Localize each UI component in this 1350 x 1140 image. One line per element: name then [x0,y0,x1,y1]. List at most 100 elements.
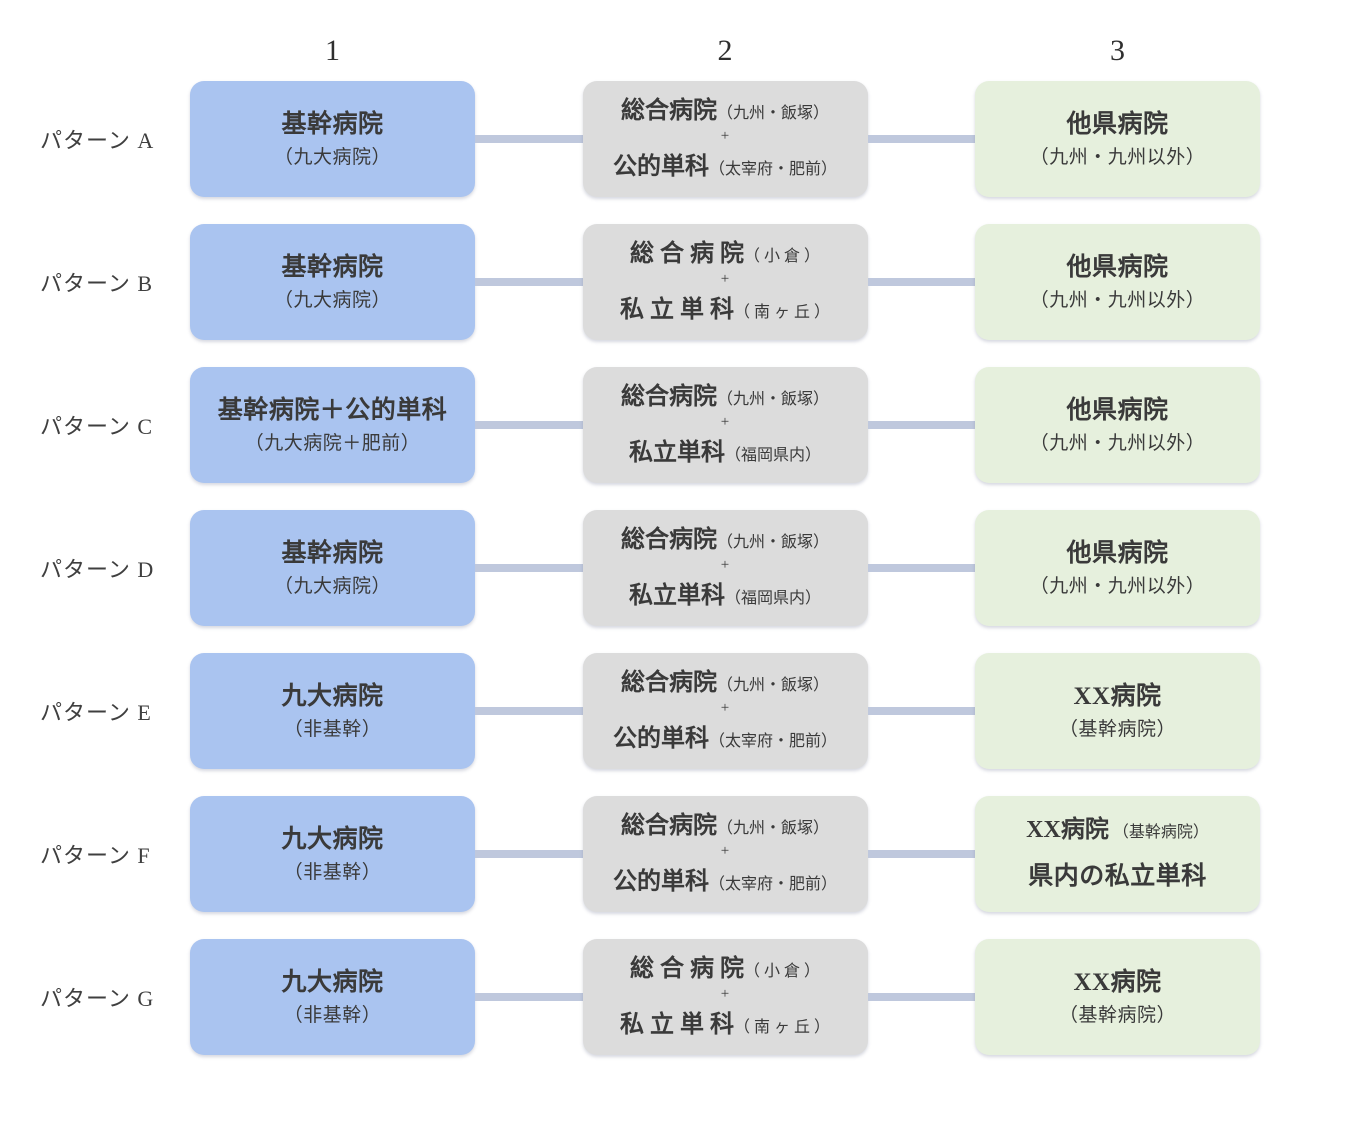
connector-line [867,993,975,1001]
primary-hospital-box: 九大病院（非基幹） [190,939,475,1055]
connector-line [867,564,975,572]
box-line-title: 基幹病院 [281,253,384,281]
box-line-plus: + [720,985,730,1002]
box-line-subtitle: （九州・九州以外） [1029,289,1206,311]
connector-line [475,850,583,858]
box-line-subtitle: （九州・九州以外） [1029,432,1206,454]
box-line-title: 基幹病院＋公的単科 [217,396,448,424]
connector-line [475,564,583,572]
box-line: 私立単科（福岡県内） [629,438,821,468]
box-line-sub: （ 南 ヶ 丘 ） [733,304,830,322]
box-line-sub: （ 南 ヶ 丘 ） [733,1019,830,1037]
box-line-main: 私 立 単 科 [619,297,734,324]
box-line-plus: + [720,270,730,287]
box-line-main: 総合病院 [620,669,717,696]
column-header-1: 1 [325,34,340,67]
box-line: 総合病院（九州・飯塚） [621,382,829,412]
primary-hospital-box: 基幹病院 （九大病院） [190,224,475,340]
box-line-main: XX病院 [1026,817,1109,844]
rotation-hospitals-box: 総合病院（九州・飯塚）+公的単科（太宰府・肥前） [582,81,868,197]
box-line-subtitle: （九州・九州以外） [1029,575,1206,597]
box-line-sub: （太宰府・肥前） [708,161,837,179]
box-line: 公的単科（太宰府・肥前） [613,724,837,754]
box-line-sub: （九州・飯塚） [716,390,829,408]
destination-hospital-box: 他県病院（九州・九州以外） [975,224,1260,340]
box-line-sub: （福岡県内） [724,590,821,608]
pattern-label: パターン F [40,843,151,868]
rotation-hospitals-box: 総 合 病 院（ 小 倉 ） + 私 立 単 科（ 南 ヶ 丘 ） [582,939,868,1055]
destination-hospital-box: 他県病院（九州・九州以外） [975,367,1260,483]
destination-hospital-box: 他県病院 （九州・九州以外） [975,510,1260,626]
rotation-hospitals-box: 総合病院（九州・飯塚）+ 公的単科（太宰府・肥前） [582,796,868,912]
box-line-main: 私 立 単 科 [619,1012,734,1039]
box-line-main: 私立単科 [628,440,725,467]
rotation-hospitals-box: 総 合 病 院（ 小 倉 ）+ 私 立 単 科（ 南 ヶ 丘 ） [582,224,868,340]
box-line-sub: （ 小 倉 ） [743,247,820,265]
box-line-title: 九大病院 [281,825,384,853]
primary-hospital-box: 基幹病院（九大病院） [190,510,475,626]
box-line: 総合病院（九州・飯塚） [621,525,829,555]
box-line-plus: + [720,127,730,144]
box-line-sub: （福岡県内） [724,447,821,465]
box-line-subtitle: （非基幹） [283,718,382,740]
box-line-subtitle: （九大病院） [273,289,391,311]
box-line-plus: + [720,413,730,430]
box-line: 私 立 単 科（ 南 ヶ 丘 ） [620,295,830,325]
primary-hospital-box: 九大病院 （非基幹） [190,796,475,912]
connector-line [475,278,583,286]
box-line-main: 総合病院 [620,97,717,124]
connector-line [867,421,975,429]
connector-line [867,135,975,143]
box-line-title: 基幹病院 [281,110,384,138]
box-line-sub: （太宰府・肥前） [708,876,837,894]
box-line-subtitle: （非基幹） [283,861,382,883]
box-line-title: 他県病院 [1066,539,1169,567]
destination-hospital-box: XX病院 （基幹病院） 県内の私立単科 [975,796,1260,912]
box-line-main: 総合病院 [620,812,717,839]
pattern-label: パターン A [40,128,155,153]
box-line-plus: + [720,842,730,859]
pattern-row: パターン G 九大病院（非基幹） 総 合 病 院（ 小 倉 ） + 私 立 単 科（ 南… [40,939,1260,1055]
pattern-label: パターン E [40,700,152,725]
connector-line [475,707,583,715]
box-line: 公的単科（太宰府・肥前） [613,152,837,182]
pattern-label: パターン G [40,986,155,1011]
box-line: 総合病院（九州・飯塚） [621,811,829,841]
destination-hospital-box: XX病院（基幹病院） [975,939,1260,1055]
box-line-sub: （基幹病院） [1108,824,1209,842]
connector-line [867,278,975,286]
box-line: 私立単科（福岡県内） [629,581,821,611]
connector-line [867,707,975,715]
destination-hospital-box: 他県病院 （九州・九州以外） [975,81,1260,197]
rotation-hospitals-box: 総合病院（九州・飯塚）+私立単科（福岡県内） [582,510,868,626]
box-line-main: 総 合 病 院 [629,955,744,982]
destination-hospital-box: XX病院（基幹病院） [975,653,1260,769]
box-line-main: 私立単科 [628,583,725,610]
box-line-sub: （九州・飯塚） [716,533,829,551]
box-line-title: XX病院 [1073,682,1162,710]
box-line-subtitle: （九大病院） [273,575,391,597]
box-line-title: XX病院 [1073,968,1162,996]
box-line-subtitle: （九大病院） [273,146,391,168]
connector-line [475,135,583,143]
box-line-main: 公的単科 [612,154,709,181]
box-line: 公的単科（太宰府・肥前） [613,867,837,897]
box-line-sub: （太宰府・肥前） [708,733,837,751]
box-line-title: 他県病院 [1066,110,1169,138]
connector-line [867,850,975,858]
box-line-title: 県内の私立単科 [1028,863,1207,891]
box-line-sub: （ 小 倉 ） [743,962,820,980]
box-line-subtitle: （九州・九州以外） [1029,146,1206,168]
primary-hospital-box: 基幹病院＋公的単科 （九大病院＋肥前） [190,367,475,483]
box-line: 総 合 病 院（ 小 倉 ） [630,239,820,269]
column-header-row: 1 2 3 [40,34,1260,67]
box-line-plus: + [720,699,730,716]
primary-hospital-box: 基幹病院 （九大病院） [190,81,475,197]
box-line-subtitle: （九大病院＋肥前） [244,432,421,454]
connector-line [475,421,583,429]
rotation-hospitals-box: 総合病院（九州・飯塚）+公的単科（太宰府・肥前） [582,653,868,769]
